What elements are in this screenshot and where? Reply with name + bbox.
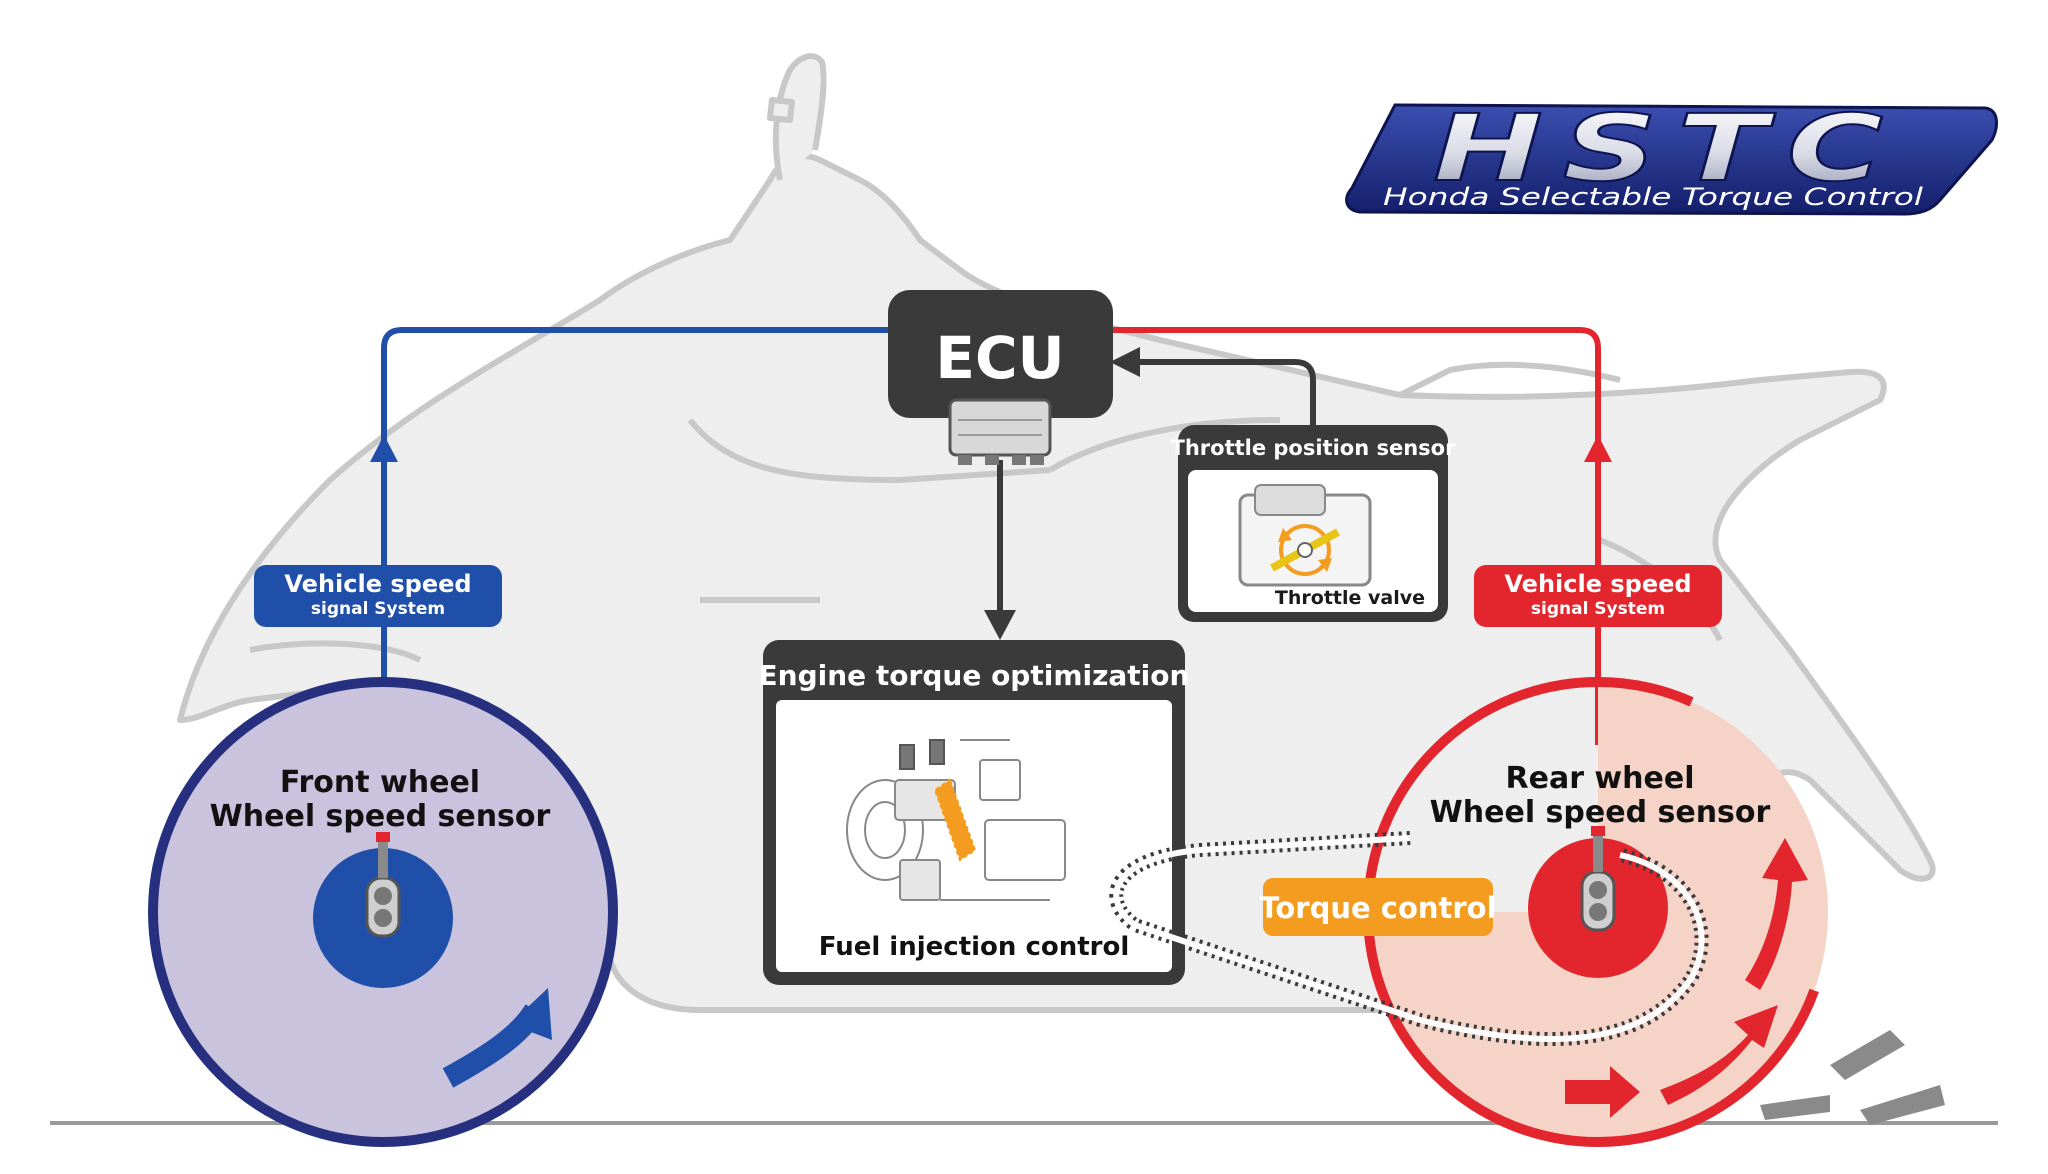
front-signal-label: Vehicle speed signal System [254, 565, 502, 627]
front-wheel-line1: Front wheel [280, 765, 480, 800]
ecu-label: ECU [935, 324, 1064, 392]
ecu-connector [948, 398, 1052, 457]
rear-wire-arrowhead [1584, 435, 1612, 462]
torque-control-badge: Torque control [1259, 878, 1497, 936]
front-signal-pill [254, 565, 502, 627]
rear-signal-pill [1474, 565, 1722, 627]
hstc-logo: HSTC Honda Selectable Torque Control [1345, 94, 1998, 216]
engine-panel-title: Engine torque optimization [759, 659, 1190, 692]
engine-illustration [846, 739, 1066, 901]
front-signal-line1: Vehicle speed [284, 570, 471, 598]
rear-signal-line1: Vehicle speed [1504, 570, 1691, 598]
hstc-logo-tagline: Honda Selectable Torque Control [1383, 183, 1923, 211]
engine-torque-panel: Engine torque optimization Fuel injectio… [759, 640, 1190, 985]
rear-motion-lines [1760, 1030, 1945, 1125]
rear-rotation-arrows [1565, 838, 1808, 1118]
front-rotation-arrowhead [510, 988, 552, 1040]
front-wheel-speed-sensor [365, 876, 401, 938]
throttle-to-ecu-arrowhead [1110, 347, 1140, 377]
ecu-unit: ECU [888, 290, 1113, 465]
torque-control-label: Torque control [1259, 891, 1496, 925]
front-wheel-line2: Wheel speed sensor [210, 799, 551, 834]
throttle-valve-illustration [1238, 484, 1372, 587]
throttle-sensor-panel: Throttle position sensor Throttle valve [1171, 425, 1457, 622]
rear-wheel-line2: Wheel speed sensor [1430, 795, 1771, 830]
front-wire-arrowhead [370, 435, 398, 462]
rear-wheel-line1: Rear wheel [1506, 761, 1695, 796]
ecu-to-engine-arrowhead [984, 610, 1016, 640]
hstc-logo-badge [1345, 103, 1998, 216]
torque-control-pill [1263, 878, 1493, 936]
rear-signal-line2: signal System [1531, 599, 1665, 619]
rear-signal-label: Vehicle speed signal System [1474, 565, 1722, 627]
hstc-logo-wordmark: HSTC [1433, 95, 1903, 202]
ecu-box [888, 290, 1113, 418]
rear-signal-wire [1110, 327, 1612, 745]
drive-belt [1109, 831, 1709, 1047]
front-signal-line2: signal System [311, 599, 445, 619]
throttle-valve-caption: Throttle valve [1275, 587, 1425, 609]
front-wheel: Front wheel Wheel speed sensor [148, 677, 618, 1147]
throttle-to-ecu-wire [1140, 359, 1316, 425]
rear-wheel-speed-sensor [1580, 870, 1616, 932]
engine-panel-caption: Fuel injection control [819, 932, 1130, 962]
front-signal-wire [370, 327, 890, 745]
throttle-sensor-title: Throttle position sensor [1171, 436, 1457, 460]
engine-panel-image-area [776, 700, 1172, 972]
